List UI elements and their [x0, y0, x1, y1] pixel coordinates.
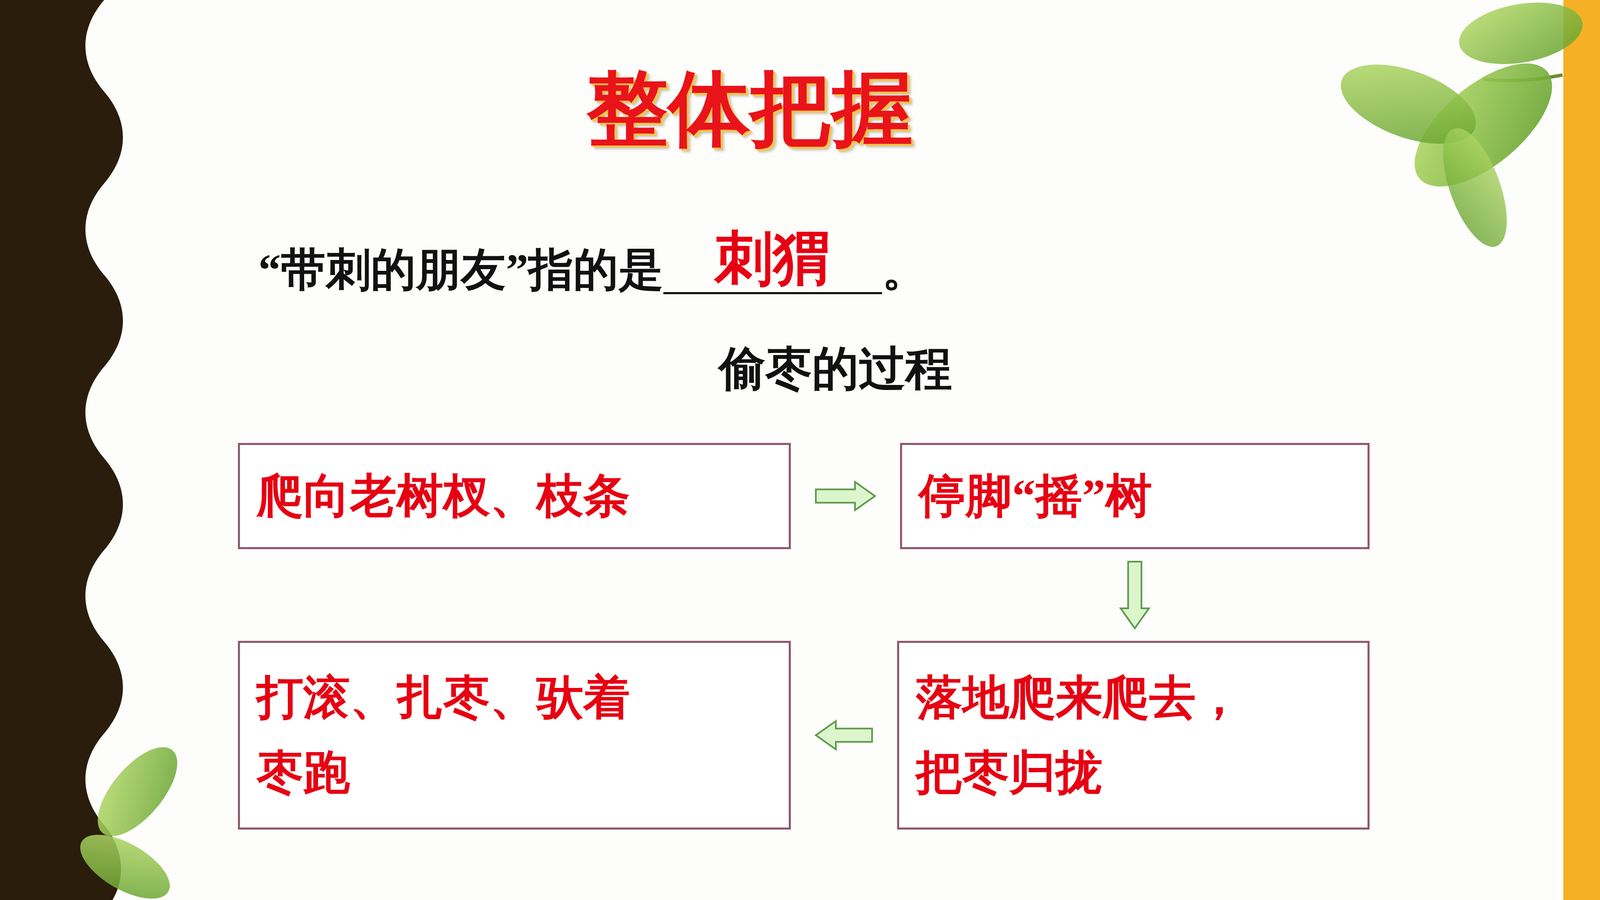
- slide-title: 整体把握: [416, 54, 1084, 165]
- block-arrow: [815, 721, 873, 750]
- leaves: [70, 0, 1588, 900]
- process-box: 落地爬来爬去，把枣归拢: [897, 640, 1370, 830]
- step-text: 爬向老树杈、枝条: [256, 458, 773, 534]
- answer-text: 刺猬: [663, 225, 883, 295]
- process-box: 打滚、扎枣、驮着枣跑: [237, 640, 791, 830]
- process-box: 爬向老树杈、枝条: [237, 442, 791, 550]
- section-heading: 偷枣的过程: [583, 337, 1088, 401]
- question-text: “带刺的朋友”指的是: [258, 244, 664, 296]
- process-box: 停脚“摇”树: [900, 442, 1370, 550]
- block-arrow: [815, 482, 875, 511]
- step-text: 打滚、扎枣、驮着枣跑: [256, 660, 649, 810]
- step-text: 落地爬来爬去，把枣归拢: [915, 660, 1262, 810]
- step-text: 停脚“摇”树: [918, 458, 1351, 534]
- question-row: “带刺的朋友”指的是刺猬。: [258, 225, 928, 300]
- block-arrow: [1120, 561, 1150, 629]
- punctuation: 。: [882, 244, 928, 296]
- side-bar: [1563, 0, 1600, 900]
- wavy-band: [0, 0, 123, 900]
